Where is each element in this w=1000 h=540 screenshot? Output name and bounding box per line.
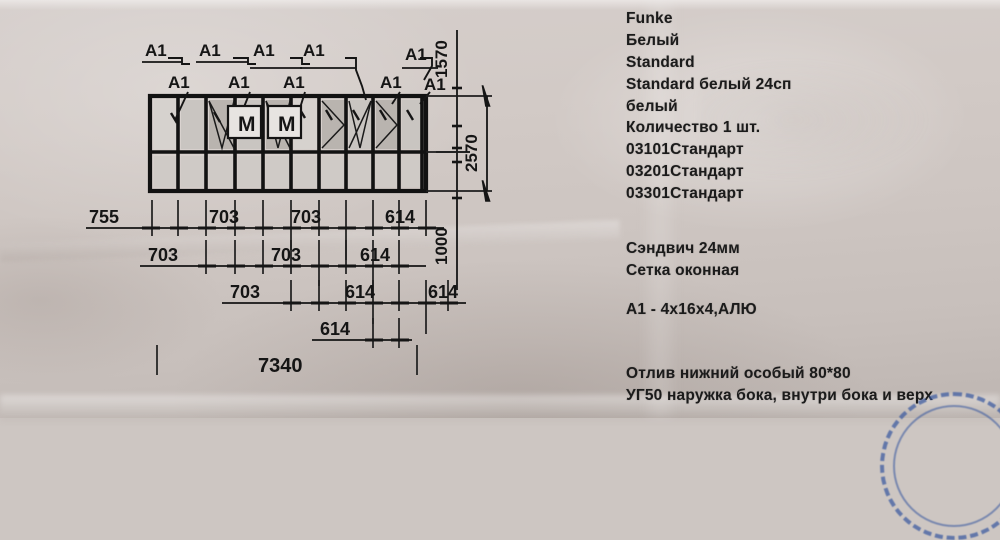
mullions <box>176 96 424 191</box>
dim-label: 703 <box>271 245 301 265</box>
dim-row-1: 755 703 703 614 <box>86 200 444 260</box>
dim-label: 614 <box>320 319 350 339</box>
spec-line: Белый <box>626 32 680 49</box>
spec-line: Standard белый 24сп <box>626 76 792 93</box>
specification-text-column: Funke Белый Standard Standard белый 24сп… <box>626 0 1000 418</box>
dim-label: 755 <box>89 207 119 227</box>
spec-line: 03201Стандарт <box>626 163 744 180</box>
spec-line: 03101Стандарт <box>626 141 744 158</box>
dim-label: 614 <box>360 245 390 265</box>
dim-row-2: 703 703 614 <box>140 240 426 296</box>
spec-line: Сетка оконная <box>626 262 740 279</box>
tag-a1: A1 <box>199 41 221 60</box>
tag-a1: A1 <box>303 41 325 60</box>
tag-a1: A1 <box>405 45 427 64</box>
tag-a1: A1 <box>228 73 250 92</box>
opening-symbols <box>208 100 399 151</box>
spec-line: Сэндвич 24мм <box>626 240 740 257</box>
spec-line: УГ50 наружка бока, внутри бока и верх <box>626 387 934 404</box>
overall-width-dimension: 7340 <box>156 345 418 377</box>
spec-line: 03301Стандарт <box>626 185 744 202</box>
tag-a1: A1 <box>145 41 167 60</box>
spec-line: Funke <box>626 10 673 27</box>
motor-markers: M M <box>226 104 303 140</box>
motor-marker-label: M <box>278 113 296 136</box>
dim-label: 703 <box>209 207 239 227</box>
motor-marker-label: M <box>238 113 256 136</box>
tag-a1: A1 <box>283 73 305 92</box>
dim-lower-height: 1000 <box>432 227 451 265</box>
dim-upper-height: 1570 <box>432 40 451 78</box>
dim-label: 703 <box>291 207 321 227</box>
spec-line: Отлив нижний особый 80*80 <box>626 365 851 382</box>
spec-line: Standard <box>626 54 695 71</box>
dim-row-4: 614 <box>312 318 412 348</box>
tag-a1: A1 <box>424 75 446 94</box>
technical-drawing: .ink { stroke:#181818; fill:none; } .fra… <box>0 0 626 418</box>
lower-glass-row <box>154 156 422 187</box>
dim-label: 614 <box>385 207 415 227</box>
leader-lines <box>168 57 433 121</box>
tag-a1: A1 <box>380 73 402 92</box>
dim-label: 703 <box>230 282 260 302</box>
spec-line: белый <box>626 98 678 115</box>
vertical-dimensions: 2570 1570 1000 <box>426 30 492 290</box>
dim-label: 614 <box>345 282 375 302</box>
glazing-tags-row1: A1 A1 A1 A1 A1 <box>142 41 438 69</box>
dim-total-height: 2570 <box>462 134 481 172</box>
dim-overall-width: 7340 <box>258 355 303 377</box>
dim-label: 614 <box>428 282 458 302</box>
spec-line-glazing: А1 - 4х16х4,АЛЮ <box>626 301 757 318</box>
spec-line: Количество 1 шт. <box>626 119 761 136</box>
tag-a1: A1 <box>253 41 275 60</box>
dim-row-3: 703 614 614 <box>222 280 466 334</box>
glazing-tags-row2: A1 A1 A1 A1 A1 <box>168 73 446 94</box>
dim-label: 703 <box>148 245 178 265</box>
tag-a1: A1 <box>168 73 190 92</box>
